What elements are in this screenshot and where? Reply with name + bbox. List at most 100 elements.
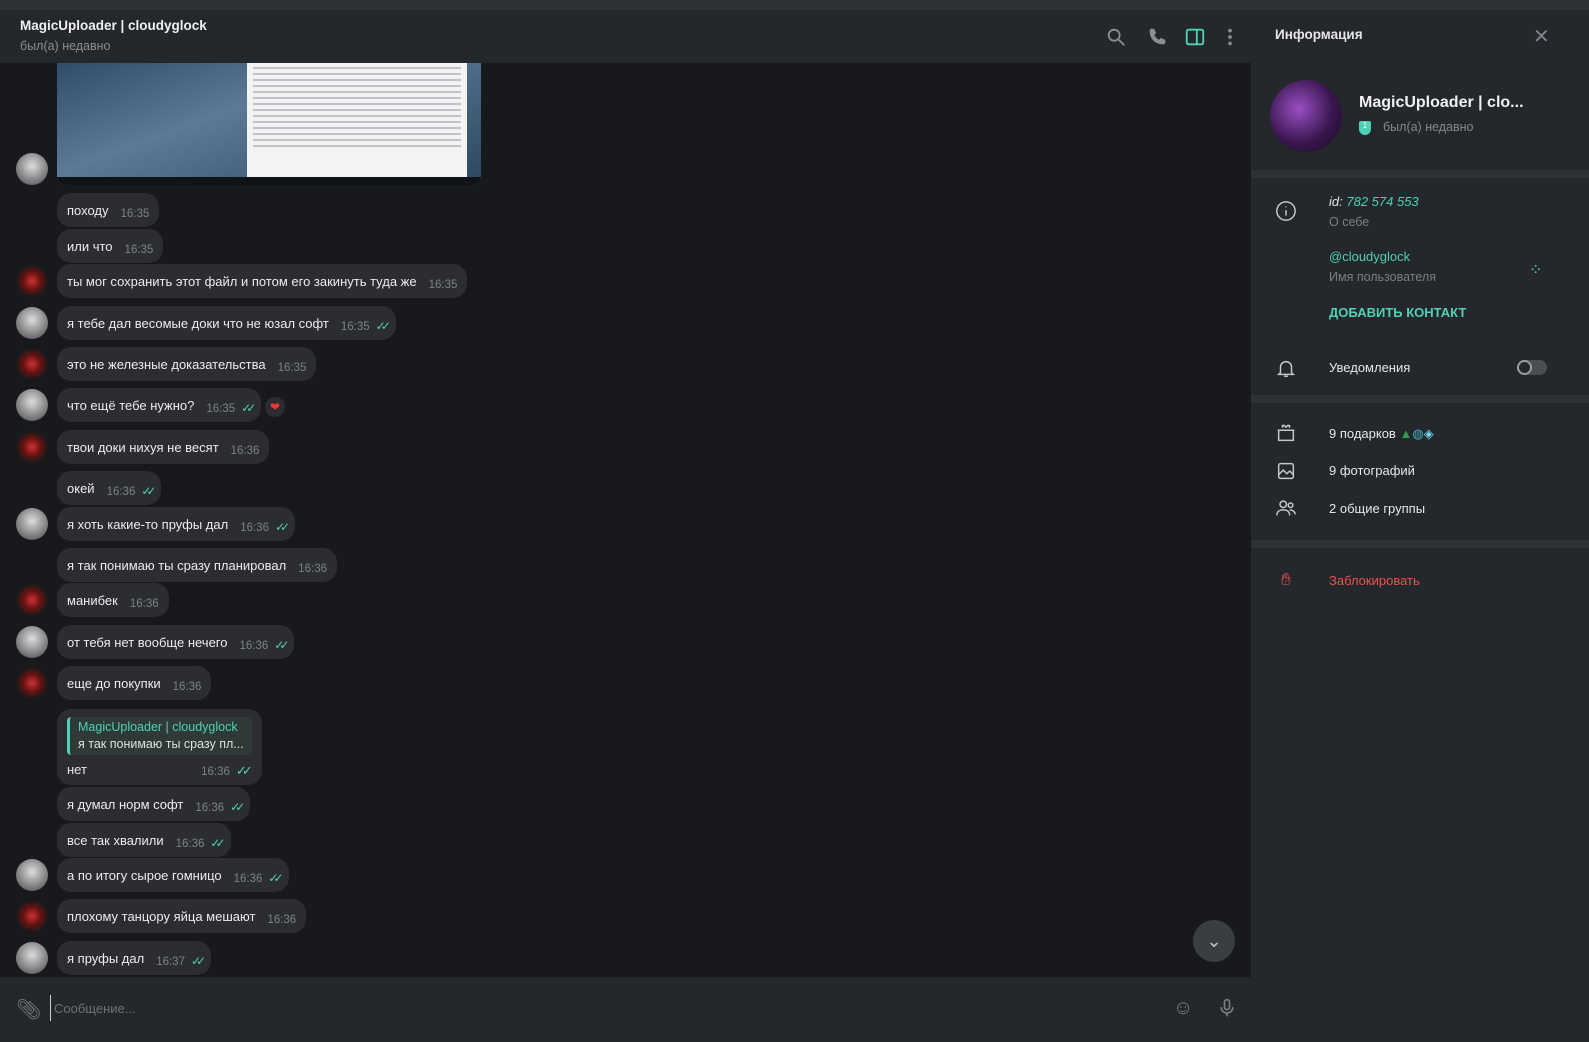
message-list[interactable]: MagicUploader | cloudyglock я так понима…	[0, 63, 1251, 977]
message-bubble[interactable]: ты мог сохранить этот файл и потом его з…	[57, 264, 468, 298]
message-bubble[interactable]: я тебе дал весомые доки что не юзал софт…	[57, 306, 396, 340]
message-time: 16:36	[267, 914, 297, 926]
lips-gift-icon: ◈	[1423, 426, 1434, 441]
sidebar-toggle-icon[interactable]	[1184, 26, 1206, 48]
screenshot-photo-message[interactable]	[57, 63, 481, 185]
close-icon[interactable]: ✕	[1533, 26, 1550, 48]
profile-avatar[interactable]	[1270, 80, 1342, 152]
block-button[interactable]: Заблокировать	[1329, 573, 1420, 588]
avatar[interactable]	[16, 942, 48, 974]
message-input[interactable]	[50, 995, 1050, 1021]
panel-title: Информация	[1275, 27, 1363, 42]
heart-reaction-icon[interactable]: ❤	[265, 397, 285, 417]
avatar[interactable]	[16, 265, 48, 297]
message-text: или что	[67, 238, 113, 254]
message-text: я хоть какие-то пруфы дал	[67, 516, 229, 532]
photos-item[interactable]: 9 фотографий	[1329, 463, 1415, 478]
avatar[interactable]	[16, 389, 48, 421]
avatar[interactable]	[16, 431, 48, 463]
message-text: а по итогу сырое гомницо	[67, 867, 222, 883]
user-id[interactable]: id: 782 574 553	[1329, 194, 1419, 209]
message-time: 16:36	[106, 486, 136, 498]
more-menu-icon[interactable]	[1219, 26, 1241, 48]
message-time: 16:35	[206, 403, 236, 415]
message-time: 16:36	[233, 873, 263, 885]
gift-icon: ▲	[1399, 426, 1413, 441]
reply-body: нет 16:36 ✓✓	[67, 759, 253, 779]
chat-area: MagicUploader | cloudyglock был(а) недав…	[0, 10, 1251, 1042]
info-icon	[1276, 201, 1296, 221]
username-label: Имя пользователя	[1329, 270, 1436, 284]
message-time: 16:36	[172, 681, 202, 693]
notifications-label: Уведомления	[1329, 360, 1411, 375]
message-bubble[interactable]: походу 16:35	[57, 193, 160, 227]
gifts-label: 9 подарков	[1329, 426, 1396, 441]
message-text: плохому танцору яйца мешают	[67, 908, 256, 924]
phone-icon[interactable]	[1146, 26, 1168, 48]
read-check-icon: ✓✓	[375, 319, 391, 333]
message-time: 16:35	[340, 321, 370, 333]
read-check-icon: ✓✓	[274, 520, 290, 534]
read-check-icon: ✓✓	[274, 638, 289, 652]
message-time: 16:36	[175, 838, 205, 850]
message-bubble[interactable]: плохому танцору яйца мешают 16:36	[57, 899, 307, 933]
message-time: 16:37	[156, 956, 185, 968]
avatar[interactable]	[16, 584, 48, 616]
microphone-icon[interactable]	[1217, 997, 1237, 1019]
scroll-down-button[interactable]: ⌄	[1193, 920, 1235, 962]
emoji-icon[interactable]: ☺	[1173, 997, 1194, 1019]
message-time: 16:35	[120, 208, 150, 220]
chat-title[interactable]: MagicUploader | cloudyglock	[20, 18, 207, 33]
gift-icon	[1277, 424, 1295, 442]
message-text: окей	[67, 480, 95, 496]
avatar[interactable]	[16, 508, 48, 540]
reply-quote-name: MagicUploader | cloudyglock	[78, 720, 238, 734]
divider	[1251, 395, 1589, 403]
read-check-icon: ✓✓	[235, 763, 253, 778]
reply-quote[interactable]: MagicUploader | cloudyglock я так понима…	[67, 717, 252, 755]
avatar[interactable]	[16, 667, 48, 699]
attach-icon[interactable]: 📎︎	[16, 999, 42, 1021]
reply-message[interactable]: MagicUploader | cloudyglock я так понима…	[57, 709, 262, 785]
avatar[interactable]	[16, 153, 48, 185]
gifts-item[interactable]: 9 подарков ▲◍◈	[1329, 426, 1434, 442]
avatar[interactable]	[16, 348, 48, 380]
message-text: я тебе дал весомые доки что не юзал софт	[67, 315, 329, 331]
search-icon[interactable]	[1105, 26, 1127, 48]
message-text: нет	[67, 761, 87, 777]
avatar[interactable]	[16, 626, 48, 658]
qr-code-icon[interactable]: ⁘	[1529, 262, 1543, 279]
avatar[interactable]	[16, 307, 48, 339]
groups-item[interactable]: 2 общие группы	[1329, 501, 1426, 516]
username-link[interactable]: @cloudyglock	[1329, 249, 1411, 264]
id-value[interactable]: 782 574 553	[1346, 194, 1419, 209]
notifications-toggle[interactable]	[1517, 360, 1547, 375]
read-check-icon: ✓✓	[241, 401, 256, 415]
message-text: походу	[67, 202, 109, 218]
message-bubble[interactable]: я пруфы дал 16:37 ✓✓	[57, 941, 212, 975]
read-check-icon: ✓✓	[190, 954, 206, 968]
message-bubble[interactable]: что ещё тебе нужно?16:35✓✓	[57, 388, 262, 422]
profile-name: MagicUploader | clo...	[1359, 94, 1524, 111]
chat-header[interactable]: MagicUploader | cloudyglock был(а) недав…	[0, 10, 1251, 63]
avatar[interactable]	[16, 859, 48, 891]
message-text: я пруфы дал	[67, 950, 145, 966]
divider	[1251, 170, 1589, 178]
add-contact-button[interactable]: ДОБАВИТЬ КОНТАКТ	[1329, 305, 1467, 320]
avatar[interactable]	[16, 900, 48, 932]
message-time: 16:35	[428, 279, 458, 291]
hand-block-icon: ✋︎	[1281, 570, 1291, 589]
id-label: id:	[1329, 194, 1343, 209]
